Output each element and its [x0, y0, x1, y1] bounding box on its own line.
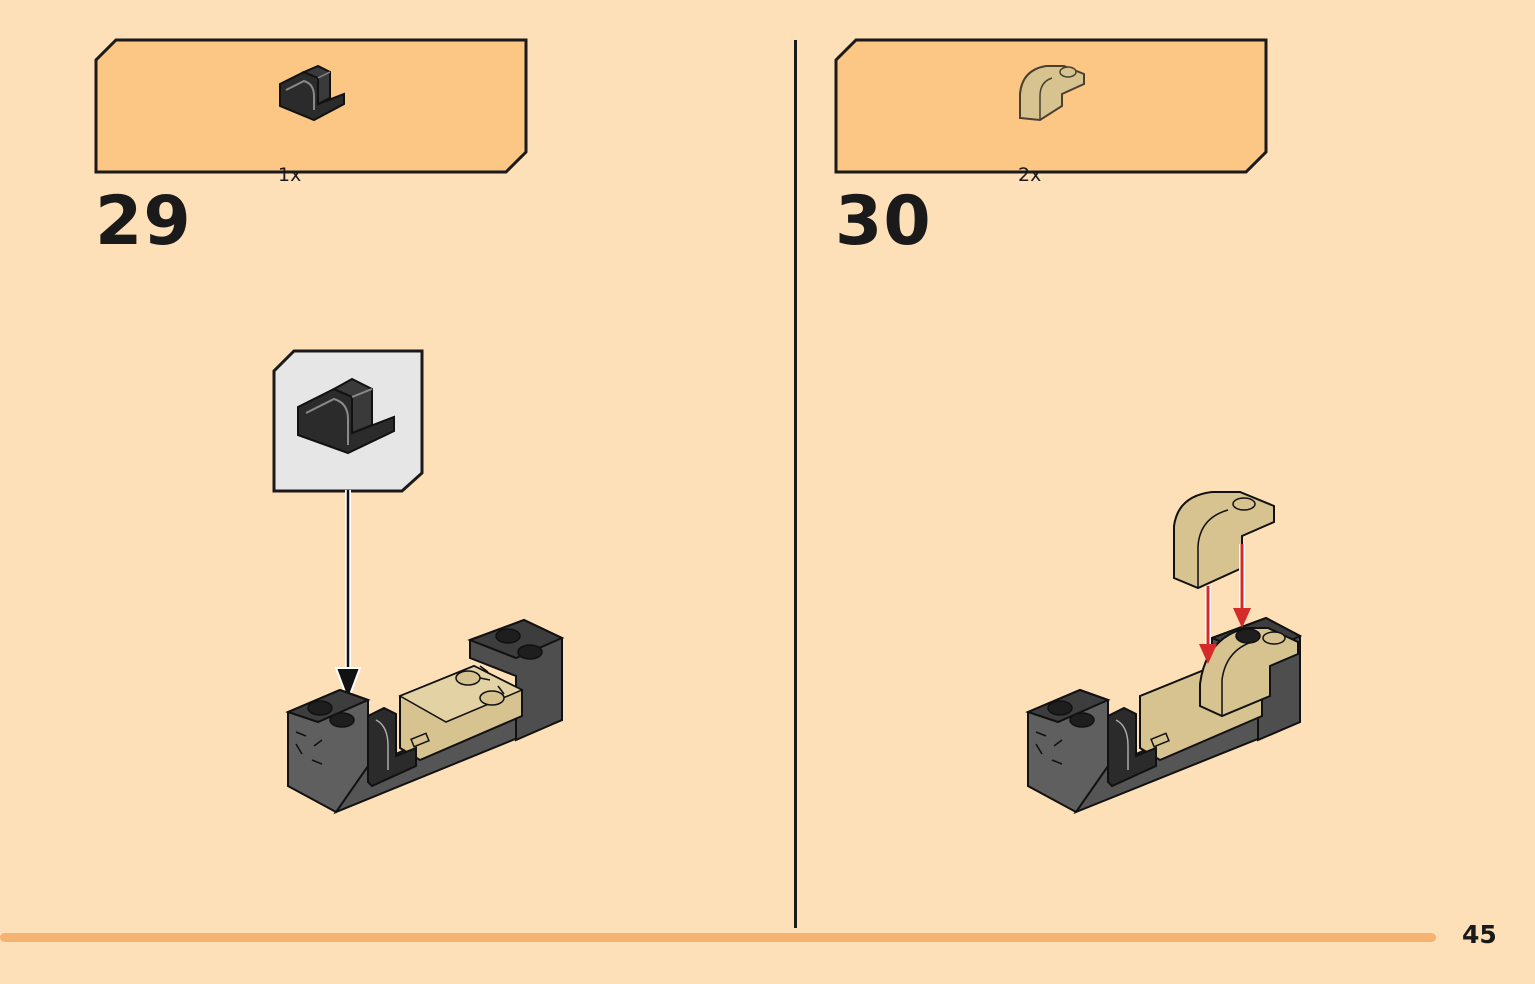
step-number-29: 29 — [95, 182, 192, 261]
black-bracket-inverted-icon — [297, 377, 395, 455]
red-arrow-icon — [1199, 544, 1251, 664]
gray-base-with-tan-tile-model — [285, 618, 565, 815]
tan-curved-slope-icon — [1019, 65, 1085, 122]
parts-box-step-30: 2x — [834, 38, 1268, 186]
part-quantity: 2x — [1018, 164, 1042, 186]
step-divider — [794, 40, 797, 928]
callout-box — [272, 349, 424, 493]
part-quantity: 1x — [278, 164, 302, 186]
down-arrow-icon — [334, 490, 362, 703]
page-number: 45 — [1462, 920, 1497, 949]
footer-bar — [0, 933, 1436, 942]
parts-box-step-29: 1x — [94, 38, 528, 186]
gray-base-with-tan-curved-slope-model — [1025, 491, 1303, 815]
black-bracket-inverted-icon — [279, 64, 345, 122]
step-number-30: 30 — [835, 182, 932, 261]
